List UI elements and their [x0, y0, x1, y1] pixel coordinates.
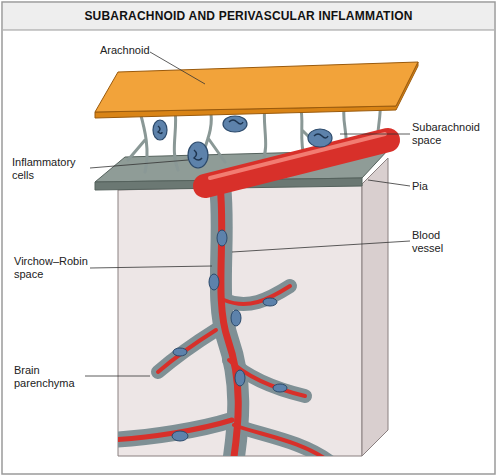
diagram-title: SUBARACHNOID AND PERIVASCULAR INFLAMMATI…: [0, 9, 497, 23]
vessel-highlight: [210, 134, 385, 178]
leader-line: [150, 52, 205, 84]
vessel-branch: [110, 420, 232, 440]
nucleus: [229, 120, 243, 124]
leader-line: [90, 266, 212, 268]
leader-line: [368, 180, 410, 186]
nucleus: [314, 134, 328, 138]
perivascular-cells: [172, 230, 287, 441]
part-label: Brain parenchyma: [14, 364, 84, 390]
part-label: Subarachnoid space: [412, 121, 492, 147]
sheath-branch: [110, 420, 232, 440]
leader-line: [85, 376, 150, 377]
leader-line: [90, 160, 188, 168]
nucleus: [158, 126, 162, 134]
trabecula: [262, 106, 266, 164]
inflammatory-cell: [231, 310, 241, 326]
penetrating-vessel: [110, 185, 330, 470]
inflammatory-cell: [273, 384, 287, 392]
vessel-branch: [234, 425, 330, 462]
arachnoid-edge: [95, 62, 418, 118]
inflammatory-cell: [308, 129, 332, 147]
header-rule: [3, 30, 494, 31]
inflammatory-cell: [209, 274, 219, 290]
inflammatory-cell: [172, 431, 188, 441]
inflammatory-cell: [235, 370, 245, 386]
perivascular-vessels: [110, 185, 330, 470]
part-label: Inflammatory cells: [12, 156, 88, 182]
virchow-robin-sheath: [110, 185, 330, 470]
inflammatory-cell: [173, 348, 187, 356]
inflammatory-cell: [217, 230, 227, 246]
arachnoid-top: [95, 62, 418, 112]
part-label: Virchow–Robin space: [14, 255, 100, 281]
trabecula: [128, 112, 147, 172]
surface-blood-vessel: [205, 140, 388, 186]
inflammatory-cell: [153, 120, 167, 140]
part-label: Blood vessel: [412, 229, 462, 255]
sheath-branch: [234, 425, 330, 462]
inflammatory-cell: [188, 142, 208, 168]
subarachnoid-cells: [153, 116, 332, 168]
inflammatory-cell: [223, 116, 247, 132]
vessel-branch: [158, 330, 216, 372]
cell-nuclei: [158, 120, 328, 160]
sheath-branch: [224, 286, 290, 304]
nucleus: [194, 150, 202, 160]
leader-line: [340, 134, 410, 135]
sheath-branch: [158, 330, 216, 372]
brain-side-face: [362, 158, 388, 456]
part-label: Arachnoid: [100, 44, 190, 57]
inflammatory-cell: [263, 298, 277, 306]
vessel-branch: [224, 286, 290, 304]
part-label: Pia: [412, 180, 472, 193]
leader-line: [232, 241, 410, 252]
leader-lines: [85, 52, 410, 376]
vessel-branch: [229, 360, 305, 396]
